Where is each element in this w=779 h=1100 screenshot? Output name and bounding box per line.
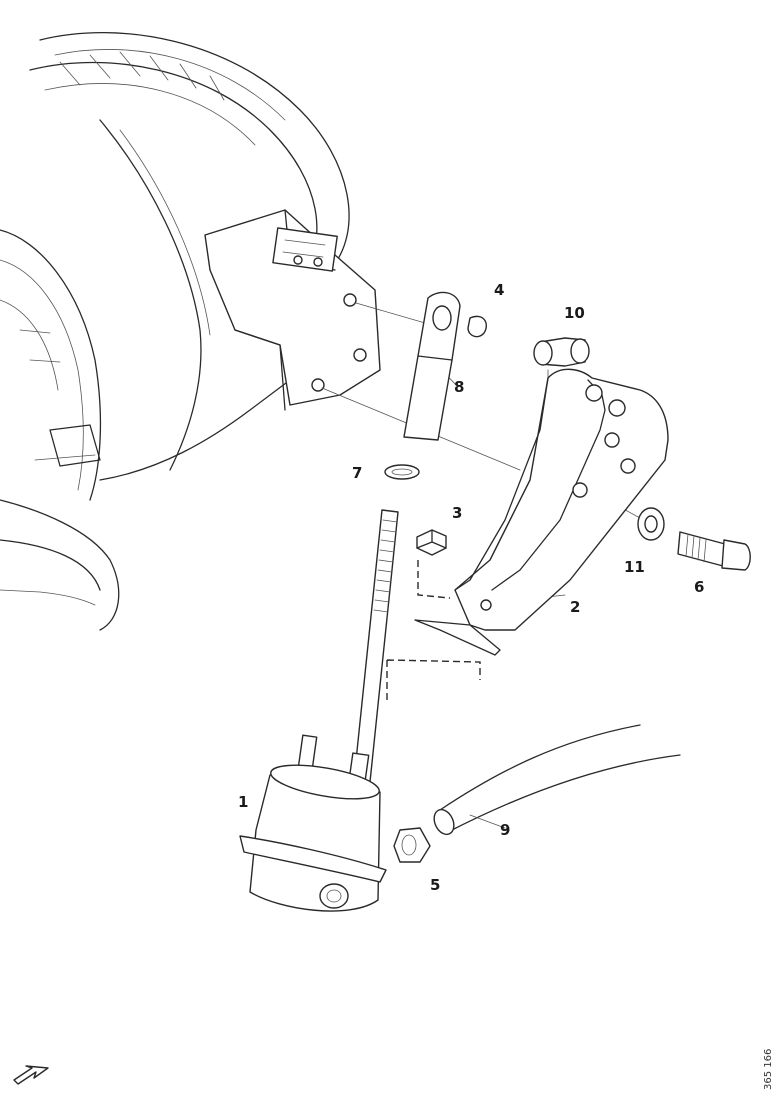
bolt-part-6 xyxy=(677,531,751,571)
washer-part-11 xyxy=(637,507,665,541)
callout-11: 11 xyxy=(624,558,645,576)
callout-2: 2 xyxy=(570,598,580,616)
hose-part-9 xyxy=(433,724,681,836)
link-rod-part-8 xyxy=(403,291,461,441)
nut-part-3 xyxy=(416,529,447,556)
bushing-part-10 xyxy=(533,337,590,367)
tractor-body-outline xyxy=(0,32,381,631)
callout-7: 7 xyxy=(352,464,362,482)
callout-3: 3 xyxy=(452,504,462,522)
callout-1: 1 xyxy=(238,793,248,811)
dashed-reference-lines xyxy=(386,560,481,700)
callout-4: 4 xyxy=(494,281,504,299)
callout-9: 9 xyxy=(500,821,510,839)
callout-labels: 1 2 3 4 5 6 7 8 9 10 11 xyxy=(238,281,704,894)
drawing-code: 365 166 xyxy=(763,1049,774,1090)
callout-8: 8 xyxy=(454,378,464,396)
callout-10: 10 xyxy=(564,304,585,322)
cylinder-part-1 xyxy=(239,734,387,912)
arrow-down-left-icon xyxy=(13,1065,49,1085)
callout-5: 5 xyxy=(430,876,440,894)
bracket-part-2 xyxy=(414,368,669,656)
fitting-part-5 xyxy=(393,827,431,863)
ring-part-7 xyxy=(384,464,420,480)
callout-6: 6 xyxy=(694,578,704,596)
clip-part-4 xyxy=(467,315,488,338)
threaded-rod xyxy=(353,509,399,783)
